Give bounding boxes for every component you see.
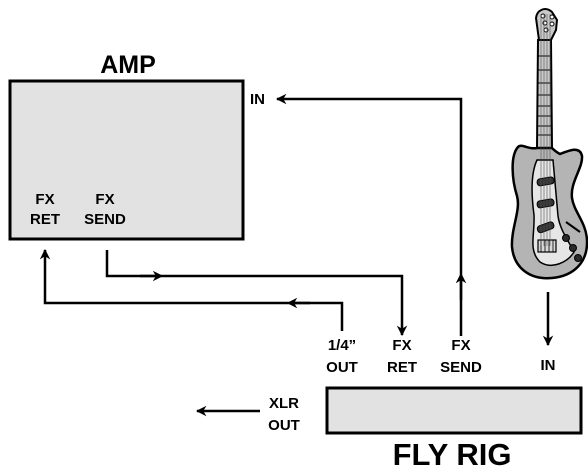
fly-rig-quarter-out-label-2: OUT	[326, 359, 358, 376]
fly-rig-fx-send-label-2: SEND	[440, 359, 482, 376]
fly-rig-fx-ret-label-2: RET	[387, 359, 417, 376]
electric-guitar-icon	[510, 8, 588, 280]
amp-unit: AMP FX RET FX SEND IN	[8, 51, 265, 241]
amp-fx-ret-label-1: FX	[35, 191, 54, 208]
amp-title: AMP	[100, 51, 156, 79]
fly-rig-unit: FLY RIG 1/4” OUT FX RET FX SEND IN XLR O…	[268, 337, 583, 469]
amp-fx-ret-label-2: RET	[30, 211, 60, 228]
fly-rig-quarter-out-label-1: 1/4”	[328, 337, 356, 354]
cable-rig-out-to-amp-ret	[39, 248, 344, 331]
fly-rig-fx-send-label-1: FX	[451, 337, 470, 354]
fly-rig-box	[325, 386, 583, 435]
fly-rig-title: FLY RIG	[393, 437, 512, 469]
cable-fx-send-to-amp-in	[275, 93, 463, 336]
cables	[39, 93, 554, 417]
amp-fx-send-label-2: SEND	[84, 211, 126, 228]
fly-rig-xlr-out-label-1: XLR	[269, 395, 299, 412]
amp-in-label: IN	[250, 91, 265, 108]
fly-rig-xlr-out-label-2: OUT	[268, 417, 300, 434]
fly-rig-in-label: IN	[541, 357, 556, 374]
fly-rig-fx-ret-label-1: FX	[392, 337, 411, 354]
amp-fx-send-label-1: FX	[95, 191, 114, 208]
amp-box	[8, 79, 245, 241]
cable-amp-send-to-rig-ret	[105, 250, 408, 337]
